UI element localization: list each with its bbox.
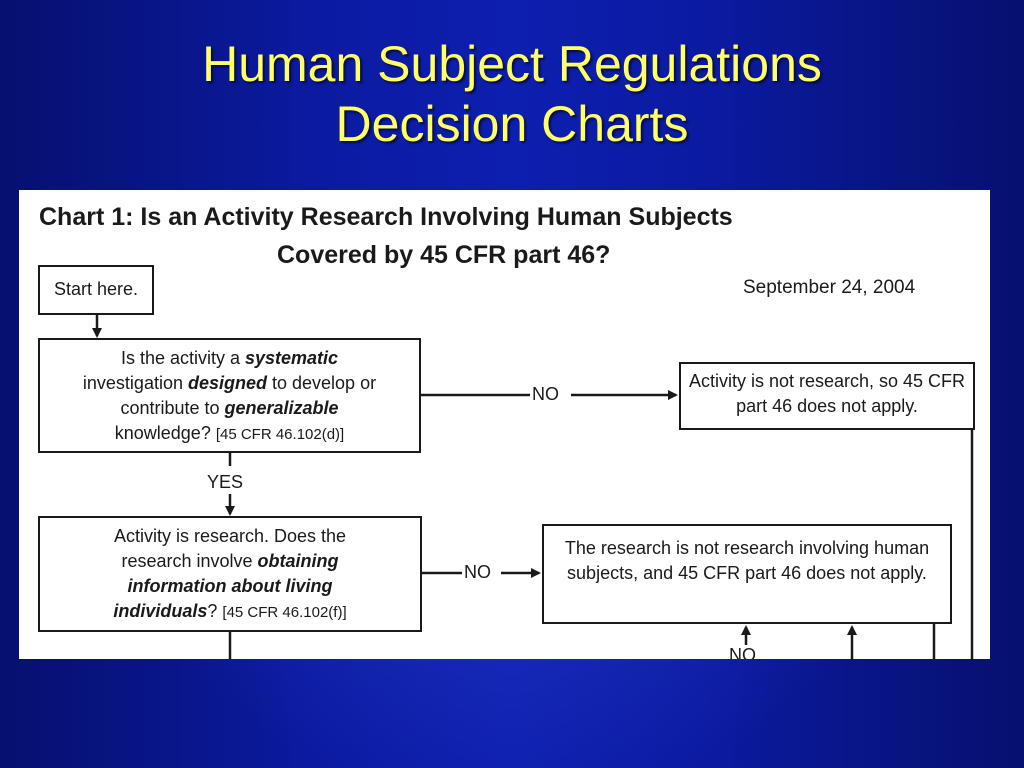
decision-chart: Chart 1: Is an Activity Research Involvi… — [19, 190, 990, 659]
q1-text-2: investigation — [82, 373, 188, 393]
q2-citation: [45 CFR 46.102(f)] — [222, 604, 347, 621]
q1-text-3: to develop or — [267, 373, 377, 393]
q2-text-1: Activity is research. Does the — [113, 526, 347, 546]
q1-text-1: Is the activity a — [120, 348, 245, 368]
chart-heading-line-1: Chart 1: Is an Activity Research Involvi… — [39, 203, 733, 231]
not-human-subjects-text: The research is not research involving h… — [564, 538, 930, 583]
q1-text-4: contribute to — [120, 398, 225, 418]
q1-no-label: NO — [532, 384, 559, 404]
q1-emph-generalizable: generalizable — [224, 398, 339, 418]
q1-emph-systematic: systematic — [245, 348, 339, 368]
chart-date: September 24, 2004 — [743, 277, 916, 298]
not-research-text: Activity is not research, so 45 CFR part… — [688, 371, 966, 416]
q1-citation: [45 CFR 46.102(d)] — [215, 426, 345, 443]
q2-emph-individuals: individuals — [113, 601, 208, 621]
slide-title-line-1: Human Subject Regulations — [202, 36, 822, 92]
q2-emph-information: information about living — [127, 576, 333, 596]
bottom-no-label: NO — [729, 645, 756, 659]
q1-yes-label: YES — [207, 472, 244, 492]
chart-heading-line-2: Covered by 45 CFR part 46? — [277, 241, 611, 269]
q2-emph-obtaining: obtaining — [257, 551, 339, 571]
question-2-box: Activity is research. Does the research … — [38, 516, 422, 632]
start-label: Start here. — [53, 279, 139, 299]
q2-text-3: ? — [207, 601, 223, 621]
connector-lines — [92, 314, 974, 659]
q1-emph-designed: designed — [187, 373, 267, 393]
not-research-box: Activity is not research, so 45 CFR part… — [679, 362, 975, 430]
slide-title: Human Subject Regulations Decision Chart… — [0, 34, 1024, 154]
q2-no-label: NO — [464, 562, 491, 582]
slide-title-line-2: Decision Charts — [335, 96, 689, 152]
start-box: Start here. — [38, 265, 154, 315]
q1-text-5: knowledge? — [114, 423, 216, 443]
q2-text-2: research involve — [121, 551, 258, 571]
not-human-subjects-box: The research is not research involving h… — [542, 524, 952, 624]
question-1-box: Is the activity a systematic investigati… — [38, 338, 421, 453]
